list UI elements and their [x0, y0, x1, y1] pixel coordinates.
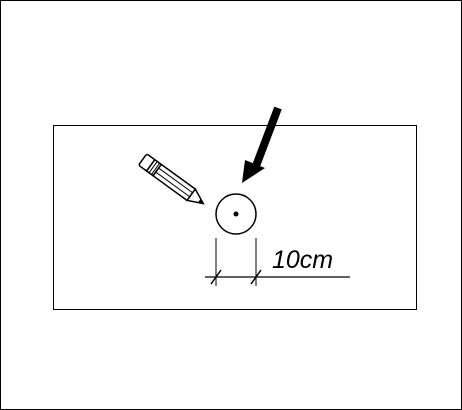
arrow-down-left-icon [242, 106, 282, 183]
pencil-icon [138, 153, 205, 205]
dimension-tick-right [250, 269, 262, 285]
dimension-tick-left [210, 269, 222, 285]
dimension-label: 10cm [272, 246, 333, 274]
circle-with-center-dot-icon [215, 193, 257, 235]
